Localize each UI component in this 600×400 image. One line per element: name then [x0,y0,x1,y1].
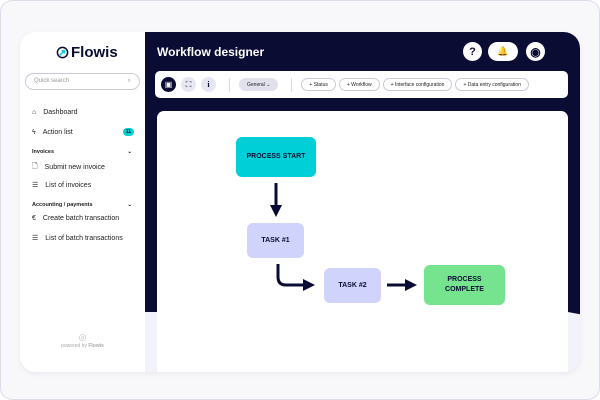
sidebar-item-create-batch[interactable]: € Create batch transaction [32,215,134,222]
node-process-complete[interactable]: PROCESS COMPLETE [424,265,505,305]
sidebar-item-submit-invoice[interactable]: 🗋 Submit new invoice [32,162,134,173]
list-icon: ☰ [32,182,39,189]
section-accounting[interactable]: Accounting / payments ⌄ [32,202,132,208]
add-interface-config-button[interactable]: + Interface configuration [382,78,453,91]
app: Flowis Quick search ⌕ ⌂ Dashboard ϟ Action… [20,32,580,372]
sidebar-item-label: List of batch transactions [45,234,123,242]
count-badge: 11 [122,128,134,136]
help-icon: ? [469,45,476,58]
logo: Flowis [56,44,118,61]
powered-by-text: powered by [61,343,87,349]
node-process-start[interactable]: PROCESS START [236,137,316,177]
search-icon: ⌕ [127,78,131,84]
info-icon: i [207,80,210,89]
search-input[interactable]: Quick search ⌕ [25,73,140,90]
add-workflow-button[interactable]: + Workflow [338,78,380,91]
sidebar-item-label: Dashboard [43,109,78,116]
section-title: Accounting / payments [32,202,93,208]
chevron-down-icon: ⌄ [266,81,271,88]
divider [229,77,230,92]
divider [291,77,293,92]
sidebar-item-label: Action list [42,128,73,136]
powered-by-brand: Flowis [88,343,104,349]
bolt-icon: ϟ [32,128,36,136]
powered-by: ◎ powered by Flowis [20,332,145,349]
toolbar: ▣ ⛶ i General ⌄ + Status + Workflow + In… [155,71,568,98]
notifications-button[interactable]: 🔔 [488,42,518,61]
user-icon: ◉ [530,44,541,59]
sidebar-item-label: List of invoices [45,181,92,189]
search-placeholder: Quick search [34,78,70,84]
add-status-button[interactable]: + Status [301,78,336,91]
help-button[interactable]: ? [463,42,482,61]
section-title: Invoices [32,149,55,155]
chevron-down-icon: ⌄ [127,202,132,208]
fit-screen-button[interactable]: ⛶ [181,77,196,92]
arrow-task1-task2 [276,264,315,291]
sidebar: Flowis Quick search ⌕ ⌂ Dashboard ϟ Action… [20,32,145,372]
page-title: Workflow designer [157,45,265,59]
chevron-down-icon: ⌄ [127,149,132,155]
main: Workflow designer ? 🔔 ◉ ▣ ⛶ i General ⌄ … [145,32,580,372]
general-dropdown[interactable]: General ⌄ [239,78,279,91]
sidebar-item-dashboard[interactable]: ⌂ Dashboard [32,109,134,116]
node-task-1[interactable]: TASK #1 [247,223,304,258]
document-icon: 🗋 [32,163,38,170]
euro-icon: € [32,215,36,222]
sidebar-item-label: Submit new invoice [44,164,105,171]
brand-name: Flowis [71,44,118,61]
profile-button[interactable]: ◉ [526,42,545,61]
info-button[interactable]: i [201,77,216,92]
expand-icon: ⛶ [185,79,192,89]
bell-icon: 🔔 [497,46,509,56]
save-button[interactable]: ▣ [161,77,176,92]
home-icon: ⌂ [32,109,37,116]
add-data-entry-config-button[interactable]: + Data entry configuration [455,78,529,91]
dropdown-value: General [247,81,265,88]
sidebar-item-list-batch[interactable]: ☰ List of batch transactions [32,234,134,243]
sidebar-item-label: Create batch transaction [42,215,120,222]
save-icon: ▣ [164,80,173,89]
sidebar-item-list-invoices[interactable]: ☰ List of invoices [32,181,134,190]
list-icon: ☰ [32,235,39,242]
flowis-logo-icon: ◎ [78,332,87,342]
connectors [270,183,417,291]
node-task-2[interactable]: TASK #2 [324,268,381,303]
workflow-canvas[interactable]: PROCESS START TASK #1 TASK #2 PROCESS CO… [157,111,568,372]
flowis-logo-icon [56,46,69,59]
sidebar-item-action-list[interactable]: ϟ Action list 11 [32,128,134,136]
section-invoices[interactable]: Invoices ⌄ [32,149,132,155]
